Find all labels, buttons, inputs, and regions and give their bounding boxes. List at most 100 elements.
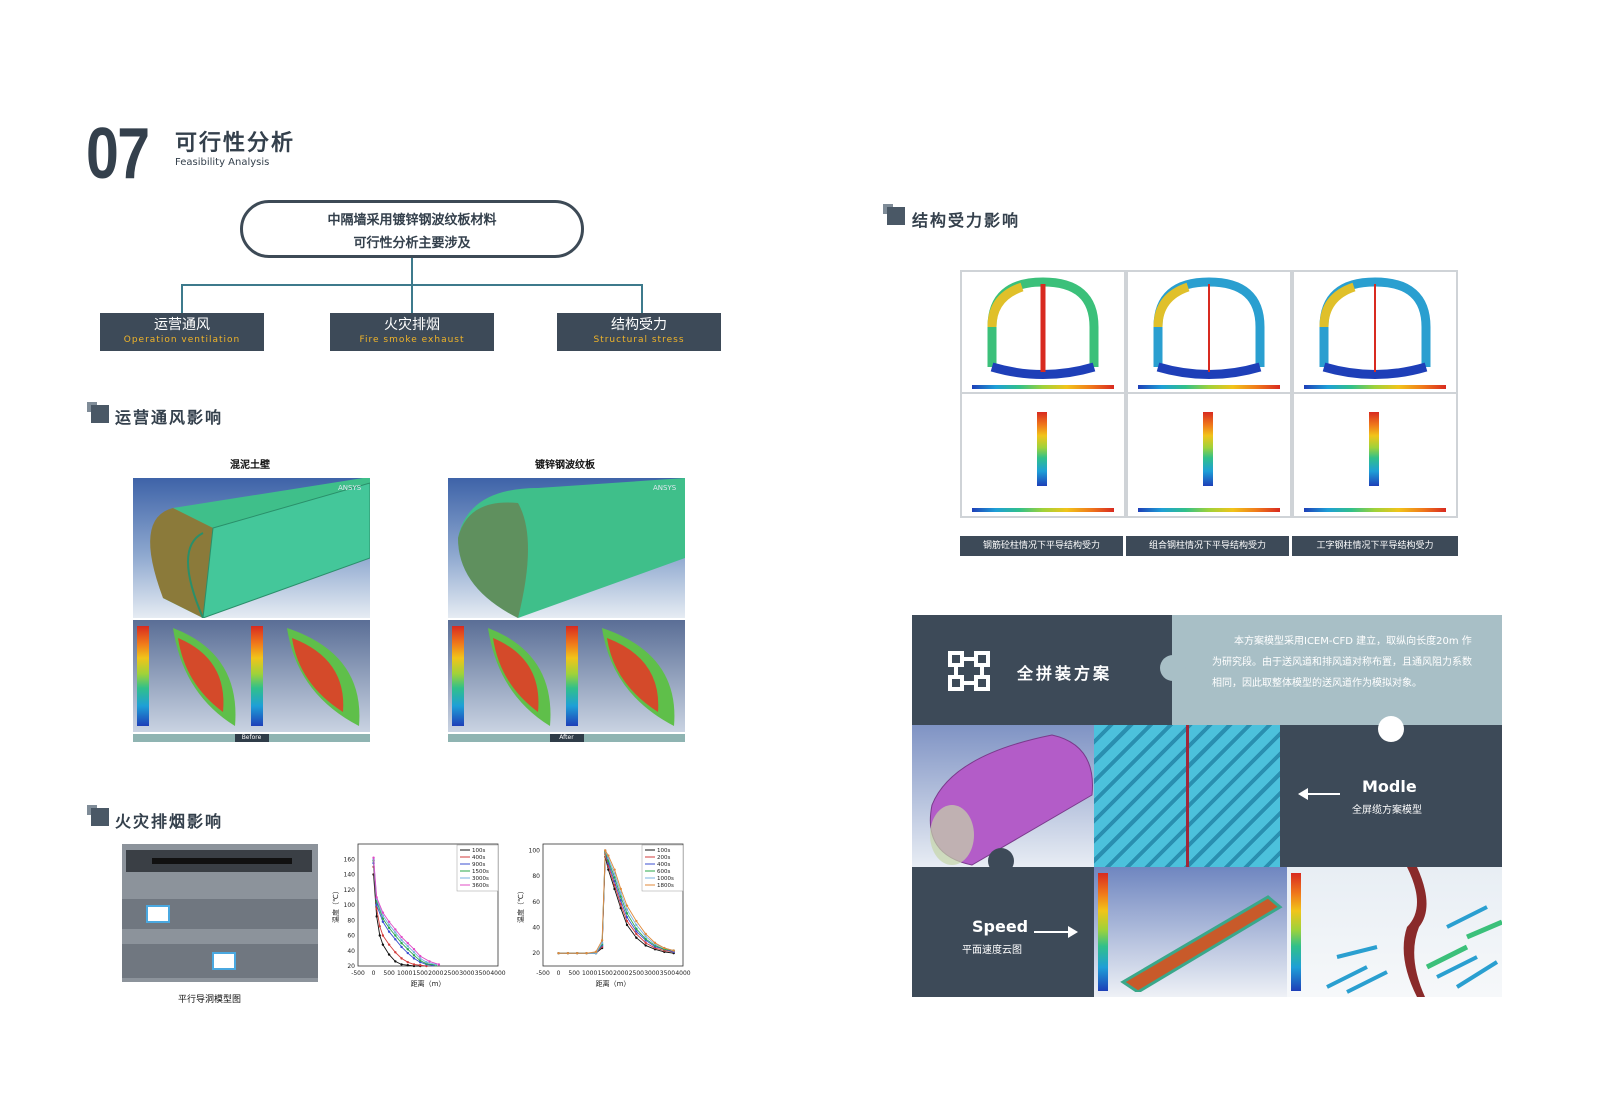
concrete-wall-caption: 混泥土壁 [230,460,270,471]
data-point [604,849,607,852]
data-point [394,934,397,937]
data-point [619,903,622,906]
y-tick-label: 40 [532,924,540,931]
heading-square-icon [91,405,109,423]
tag-label-en: Operation ventilation [123,335,241,345]
data-point [437,963,441,966]
structure-heading: 结构受力影响 [912,211,1021,230]
fem-ring-panel [1128,272,1290,392]
y-tick-label: 60 [347,933,355,940]
data-point [412,954,416,957]
x-tick-label: 2000 [613,970,628,977]
data-point [594,950,598,954]
data-point [619,907,622,910]
data-point [635,930,638,933]
x-tick-label: 3000 [644,970,659,977]
legend-entry: 1000s [657,876,674,882]
speed-panel: Speed 平面速度云图 [912,867,1094,997]
data-point [644,937,647,941]
data-point [387,923,391,927]
data-point [625,919,629,923]
color-legend [251,626,263,726]
data-point [381,911,385,914]
legend-box [641,844,684,892]
data-point [412,963,416,966]
contour-slice [287,628,360,726]
data-point [607,854,610,857]
data-point [387,953,391,956]
tree-connector [181,284,183,314]
x-tick-label: 3500 [660,970,675,977]
velocity-vectors [1326,867,1502,997]
data-point [381,917,385,920]
assembly-description: 本方案模型采用ICEM-CFD 建立，取纵向长度20m 作为研究段。由于送风道和… [1212,636,1472,689]
data-point [576,951,579,955]
data-point [406,941,409,945]
tunnel-3d-illustration: ANSYS [150,478,371,619]
data-point [394,951,397,954]
assembly-title: 全拼装方案 [1017,664,1113,683]
assembly-description-panel: 本方案模型采用ICEM-CFD 建立，取纵向长度20m 作为研究段。由于送风道和… [1172,615,1502,725]
y-tick-label: 160 [344,856,356,863]
tag-label-cn: 火灾排烟 [384,317,440,333]
color-legend [137,626,149,726]
data-point [653,941,657,945]
data-point [406,948,409,951]
data-point [600,939,604,942]
speed-contour-plane [1094,867,1287,997]
data-point [387,943,391,946]
legend-entry: 1800s [657,883,674,889]
parallel-tunnel-model [122,844,318,982]
data-point [419,957,422,960]
tag-structural-stress: 结构受力 Structural stress [557,313,721,351]
tag-label-cn: 运营通风 [154,317,210,333]
data-point [406,944,409,948]
section-subtitle: Feasibility Analysis [175,157,270,168]
data-point [400,935,403,939]
window-icon [212,952,236,970]
data-point [381,934,385,937]
data-point [412,951,416,954]
model-render-tunnel [912,725,1094,867]
data-point [400,945,403,949]
legend-entry: 400s [472,855,485,861]
concrete-contour-panel [133,620,370,732]
tag-operation-ventilation: 运营通风 Operation ventilation [100,313,264,351]
assembly-icon [948,651,990,691]
data-point [406,960,409,964]
y-tick-label: 40 [347,948,355,955]
x-tick-label: 0 [557,970,561,977]
steel-tunnel-model: ANSYS [448,478,685,618]
data-point [400,938,403,942]
contour-slice [602,628,675,726]
color-legend [1291,873,1301,991]
arrow-left-icon [1300,793,1340,795]
x-tick-label: -500 [536,970,550,977]
x-tick-label: -500 [351,970,365,977]
tree-connector [641,284,643,314]
data-point [400,957,403,960]
x-axis-label: 距离（m） [411,979,446,988]
section-number: 07 [86,114,150,194]
arrow-left-head-icon [1298,788,1308,800]
data-point [566,951,570,955]
contour-slice [488,628,551,726]
data-point [381,943,385,946]
y-tick-label: 20 [347,963,355,970]
data-point [419,964,422,967]
y-tick-label: 100 [529,847,541,854]
model-caption: 平行导洞模型图 [178,995,242,1005]
y-tick-label: 120 [344,887,356,894]
x-tick-label: 2500 [444,970,459,977]
data-point [394,928,397,931]
x-tick-label: 3000 [459,970,474,977]
modle-subtitle: 全屏缆方案模型 [1352,805,1422,816]
steel-contour-panel [448,620,685,732]
data-point [406,964,409,967]
legend-entry: 100s [657,848,670,854]
svg-text:ANSYS: ANSYS [653,484,677,492]
x-tick-label: 1000 [397,970,412,977]
data-point [375,907,378,911]
speed-subtitle: 平面速度云图 [962,945,1022,956]
